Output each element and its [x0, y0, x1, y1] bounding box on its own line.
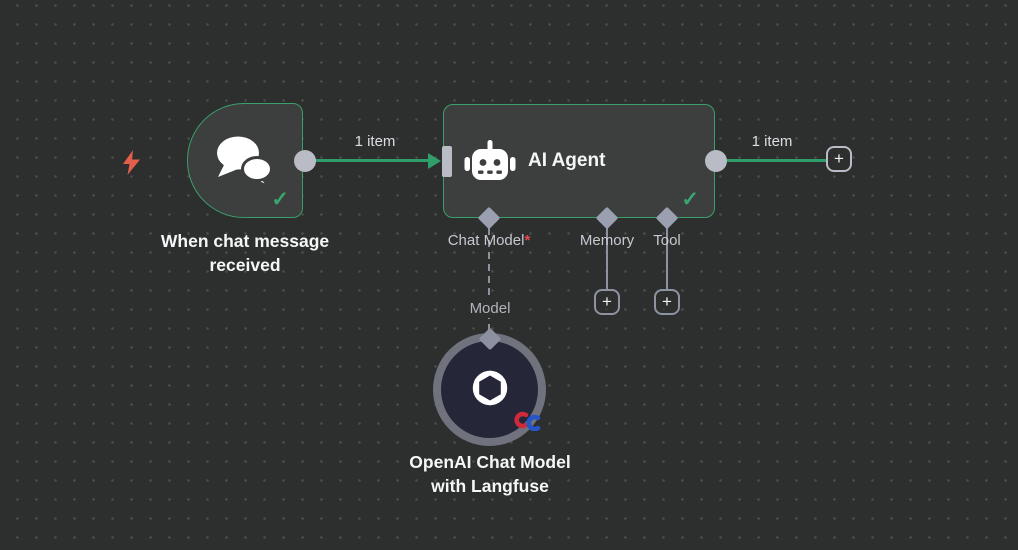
memory-port-label: Memory: [579, 232, 635, 249]
success-check-icon: ✓: [271, 188, 289, 211]
connection-item-count: 1 item: [354, 133, 396, 150]
success-check-icon: ✓: [681, 188, 699, 211]
tool-connector-line[interactable]: [666, 226, 668, 290]
chat-model-port-text: Chat Model: [447, 232, 525, 249]
openai-chat-model-node[interactable]: [433, 333, 546, 446]
trigger-node-title: When chat message received: [160, 231, 330, 275]
chat-model-port-label: Chat Model*: [429, 232, 549, 249]
agent-node-title: AI Agent: [528, 150, 606, 171]
memory-connector-line[interactable]: [606, 226, 608, 290]
tool-port-label: Tool: [653, 232, 681, 249]
model-node-title: OpenAI Chat Model with Langfuse: [409, 452, 571, 496]
connection-arrow-icon: [428, 153, 441, 169]
connection-agent-output[interactable]: [725, 159, 826, 162]
trigger-node[interactable]: ✓: [187, 103, 303, 218]
add-memory-button[interactable]: +: [594, 289, 620, 315]
model-connection-label: Model: [455, 299, 525, 318]
connection-item-count: 1 item: [751, 133, 793, 150]
add-tool-button[interactable]: +: [654, 289, 680, 315]
chat-bubbles-icon: [211, 132, 277, 195]
robot-icon: [462, 138, 518, 191]
connection-trigger-to-agent[interactable]: [314, 159, 430, 162]
langfuse-icon: [513, 411, 540, 431]
agent-output-port[interactable]: [705, 150, 727, 172]
required-asterisk: *: [524, 232, 531, 249]
openai-icon: [472, 370, 507, 405]
agent-input-port[interactable]: [442, 146, 452, 177]
trigger-bolt-icon: [119, 149, 144, 181]
trigger-output-port[interactable]: [294, 150, 316, 172]
add-next-node-button[interactable]: +: [826, 146, 852, 172]
chat-model-connection-line[interactable]: [488, 228, 490, 338]
ai-agent-node[interactable]: AI Agent ✓: [443, 104, 715, 218]
